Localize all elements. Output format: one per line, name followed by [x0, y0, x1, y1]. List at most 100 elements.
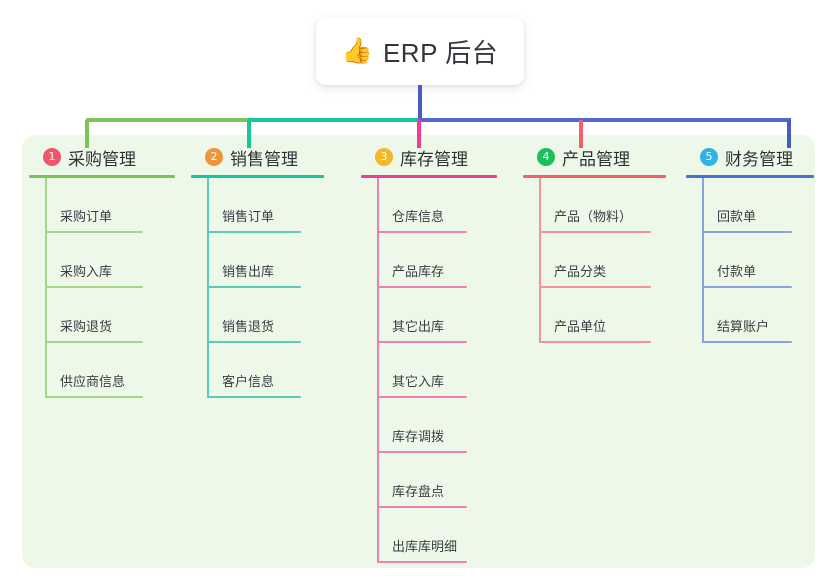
column-5: 5 财务管理回款单付款单结算账户	[686, 145, 814, 343]
column-body-4: 产品（物料） 产品分类产品单位	[523, 178, 666, 343]
column-badge-5: 5	[700, 148, 718, 166]
leaf-rule	[702, 341, 792, 343]
leaf-node[interactable]: 采购退货	[29, 288, 175, 343]
leaf-node[interactable]: 回款单	[686, 178, 814, 233]
column-header-1[interactable]: 1 采购管理	[29, 145, 175, 169]
leaf-node[interactable]: 产品库存	[361, 233, 497, 288]
leaf-label: 采购退货	[60, 319, 113, 334]
leaf-node[interactable]: 库存盘点	[361, 453, 497, 508]
leaf-node[interactable]: 出库库明细	[361, 508, 497, 563]
column-spine-5	[702, 178, 704, 343]
column-title-3: 库存管理	[400, 149, 468, 169]
leaf-rule	[377, 396, 467, 398]
leaf-rule	[539, 286, 651, 288]
leaf-label: 其它入库	[392, 374, 445, 389]
column-header-2[interactable]: 2 销售管理	[191, 145, 324, 169]
column-header-3[interactable]: 3 库存管理	[361, 145, 497, 169]
leaf-node[interactable]: 其它入库	[361, 343, 497, 398]
leaf-rule	[45, 341, 143, 343]
thumbs-up-icon: 👍	[341, 37, 373, 65]
leaf-rule	[377, 341, 467, 343]
leaf-label: 付款单	[717, 264, 757, 279]
column-title-2: 销售管理	[230, 149, 298, 169]
column-spine-4	[539, 178, 541, 343]
leaf-node[interactable]: 销售退货	[191, 288, 324, 343]
column-body-5: 回款单付款单结算账户	[686, 178, 814, 343]
leaf-rule	[702, 231, 792, 233]
leaf-node[interactable]: 客户信息	[191, 343, 324, 398]
leaf-rule	[377, 561, 467, 563]
column-body-1: 采购订单采购入库采购退货供应商信息	[29, 178, 175, 398]
leaf-rule	[45, 396, 143, 398]
column-spine-1	[45, 178, 47, 398]
leaf-rule	[702, 286, 792, 288]
leaf-rule	[377, 231, 467, 233]
leaf-label: 产品（物料）	[554, 209, 633, 224]
leaf-rule	[207, 286, 301, 288]
column-spine-3	[377, 178, 379, 563]
leaf-label: 产品分类	[554, 264, 607, 279]
diagram-panel	[22, 135, 815, 568]
leaf-node[interactable]: 仓库信息	[361, 178, 497, 233]
leaf-label: 采购订单	[60, 209, 113, 224]
leaf-rule	[45, 286, 143, 288]
leaf-node[interactable]: 库存调拨	[361, 398, 497, 453]
leaf-label: 产品单位	[554, 319, 607, 334]
column-spine-2	[207, 178, 209, 398]
leaf-label: 回款单	[717, 209, 757, 224]
leaf-label: 出库库明细	[392, 539, 458, 554]
column-rule-3	[361, 175, 497, 178]
leaf-rule	[377, 506, 467, 508]
leaf-node[interactable]: 销售出库	[191, 233, 324, 288]
leaf-node[interactable]: 采购入库	[29, 233, 175, 288]
leaf-label: 采购入库	[60, 264, 113, 279]
column-badge-4: 4	[537, 148, 555, 166]
leaf-rule	[207, 341, 301, 343]
column-badge-3: 3	[375, 148, 393, 166]
column-2: 2 销售管理销售订单销售出库销售退货客户信息	[191, 145, 324, 398]
leaf-rule	[207, 231, 301, 233]
leaf-node[interactable]: 产品（物料）	[523, 178, 666, 233]
leaf-label: 销售退货	[222, 319, 275, 334]
column-header-5[interactable]: 5 财务管理	[686, 145, 814, 169]
column-title-1: 采购管理	[68, 149, 136, 169]
leaf-rule	[377, 451, 467, 453]
leaf-node[interactable]: 结算账户	[686, 288, 814, 343]
column-body-3: 仓库信息产品库存其它出库其它入库库存调拨库存盘点出库库明细	[361, 178, 497, 563]
leaf-label: 产品库存	[392, 264, 445, 279]
leaf-label: 销售订单	[222, 209, 275, 224]
leaf-label: 仓库信息	[392, 209, 445, 224]
leaf-rule	[207, 396, 301, 398]
leaf-label: 结算账户	[717, 319, 770, 334]
column-badge-1: 1	[43, 148, 61, 166]
column-1: 1 采购管理采购订单采购入库采购退货供应商信息	[29, 145, 175, 398]
column-rule-2	[191, 175, 324, 178]
leaf-node[interactable]: 其它出库	[361, 288, 497, 343]
column-title-5: 财务管理	[725, 149, 793, 169]
column-body-2: 销售订单销售出库销售退货客户信息	[191, 178, 324, 398]
leaf-label: 销售出库	[222, 264, 275, 279]
leaf-node[interactable]: 采购订单	[29, 178, 175, 233]
leaf-node[interactable]: 产品分类	[523, 233, 666, 288]
leaf-label: 其它出库	[392, 319, 445, 334]
column-rule-5	[686, 175, 814, 178]
column-rule-4	[523, 175, 666, 178]
leaf-label: 客户信息	[222, 374, 275, 389]
leaf-rule	[45, 231, 143, 233]
leaf-rule	[539, 341, 651, 343]
column-badge-2: 2	[205, 148, 223, 166]
leaf-rule	[539, 231, 651, 233]
leaf-node[interactable]: 销售订单	[191, 178, 324, 233]
leaf-label: 库存调拨	[392, 429, 445, 444]
root-node[interactable]: 👍 ERP 后台	[316, 18, 524, 85]
leaf-node[interactable]: 付款单	[686, 233, 814, 288]
column-rule-1	[29, 175, 175, 178]
column-3: 3 库存管理仓库信息产品库存其它出库其它入库库存调拨库存盘点出库库明细	[361, 145, 497, 563]
leaf-node[interactable]: 产品单位	[523, 288, 666, 343]
leaf-label: 库存盘点	[392, 484, 445, 499]
leaf-node[interactable]: 供应商信息	[29, 343, 175, 398]
leaf-label: 供应商信息	[60, 374, 126, 389]
